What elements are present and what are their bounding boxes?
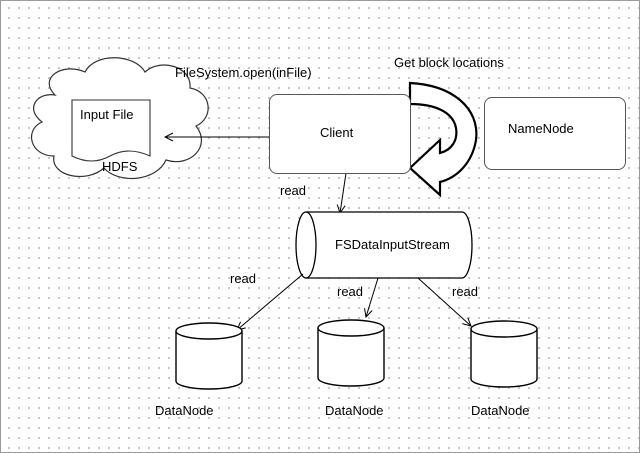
input-file-document	[71, 99, 151, 162]
namenode-label: NameNode	[508, 121, 574, 136]
namenode-box	[484, 97, 626, 170]
read-right-label: read	[452, 284, 479, 299]
datanode-1-label: DataNode	[155, 403, 214, 418]
filesystem-open-label: FileSystem.open(inFile)	[175, 65, 312, 80]
datanode-2-label: DataNode	[325, 403, 384, 418]
client-label: Client	[320, 125, 354, 140]
datanode-cylinder-2	[317, 319, 385, 387]
datanode-3-label: DataNode	[471, 403, 530, 418]
read-client-label: read	[280, 183, 307, 198]
hdfs-label: HDFS	[102, 159, 138, 174]
arrow-stream-to-datanode-2	[366, 277, 379, 317]
u-turn-arrow	[408, 81, 478, 198]
read-middle-label: read	[337, 284, 364, 299]
datanode-cylinder-3	[470, 320, 538, 388]
read-left-label: read	[230, 271, 257, 286]
client-box	[269, 94, 411, 174]
arrow-stream-to-datanode-3	[417, 277, 471, 326]
fsdatainputstream-cylinder	[295, 211, 473, 279]
fsdatainputstream-label: FSDataInputStream	[335, 237, 450, 252]
get-block-locations-label: Get block locations	[394, 55, 504, 70]
arrow-stream-to-datanode-1	[237, 273, 304, 330]
datanode-cylinder-1	[175, 322, 243, 390]
input-file-label: Input File	[80, 107, 134, 122]
